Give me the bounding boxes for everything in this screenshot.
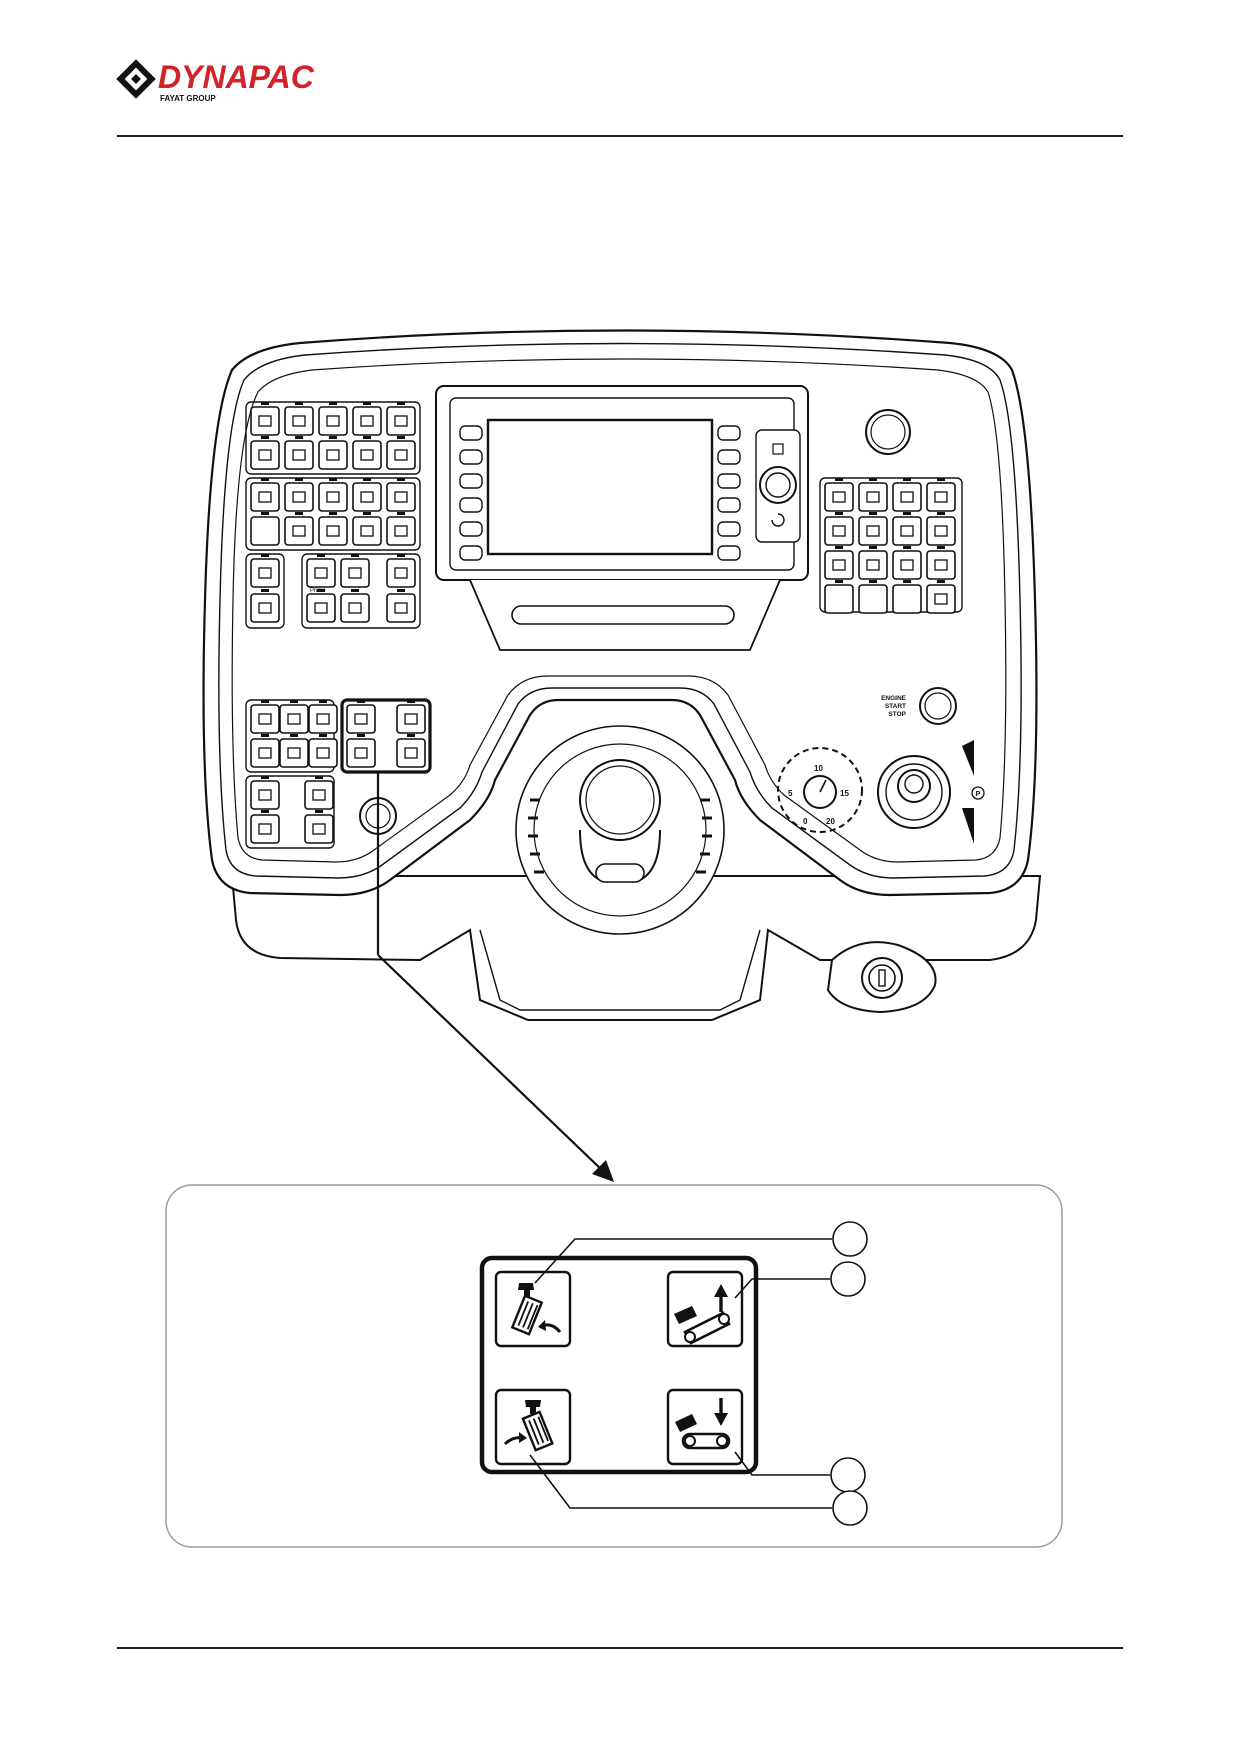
footer-rule: [117, 1647, 1123, 1649]
button-group-left-pair[interactable]: [245, 553, 285, 629]
rotary-knob[interactable]: [865, 409, 911, 455]
park-label: P: [976, 791, 981, 798]
key-switch[interactable]: [826, 941, 937, 1014]
display-handle: [511, 605, 735, 625]
spray-arm-lower-button[interactable]: [494, 1388, 572, 1466]
header-rule: [117, 135, 1123, 137]
brand-name: DYNAPAC: [158, 59, 315, 95]
prime-label: Prime: [310, 588, 326, 594]
conveyor-down-icon: [675, 1398, 731, 1450]
display-unit: [435, 385, 809, 581]
callout-circle-2: [830, 1261, 866, 1297]
conveyor-down-button[interactable]: [666, 1388, 744, 1466]
button-group-right[interactable]: [819, 477, 963, 614]
dial-20: 20: [826, 817, 835, 826]
button-group-lower-left[interactable]: [245, 699, 338, 849]
callout-circle-1: [832, 1221, 868, 1257]
engine-start-stop[interactable]: ENGINE START STOP: [881, 687, 957, 725]
button-group-prime[interactable]: Prime: [301, 553, 421, 629]
dial-15: 15: [840, 789, 849, 798]
button-group-mid-left[interactable]: [245, 477, 421, 551]
display-screen: [486, 418, 714, 556]
engine-label: ENGINE: [881, 695, 907, 702]
spray-arm-raise-icon: [510, 1283, 562, 1336]
zoomed-button-group: [479, 1255, 759, 1475]
lower-housing: [230, 875, 1042, 1021]
dynapac-logo: DYNAPAC FAYAT GROUP: [116, 58, 426, 104]
drive-lever[interactable]: P: [877, 740, 985, 844]
start-label: START: [885, 703, 906, 710]
button-group-top-left[interactable]: [245, 401, 421, 475]
dial-5: 5: [788, 789, 793, 798]
speed-dial[interactable]: 5 10 15 0 20: [777, 747, 863, 833]
highlighted-button-group[interactable]: [340, 698, 432, 774]
spray-arm-lower-icon: [503, 1400, 554, 1452]
callout-circle-4: [832, 1490, 868, 1526]
dial-10: 10: [814, 764, 823, 773]
zoom-arrowhead: [592, 1160, 614, 1182]
conveyor-up-icon: [674, 1284, 731, 1345]
dial-0: 0: [803, 817, 808, 826]
callout-lines: [529, 1238, 832, 1509]
stop-label: STOP: [888, 711, 906, 718]
spray-arm-raise-button[interactable]: [494, 1270, 572, 1348]
callout-circle-3: [830, 1457, 866, 1493]
conveyor-up-button[interactable]: [666, 1270, 744, 1348]
brand-subtitle: FAYAT GROUP: [160, 94, 216, 103]
steering-dial[interactable]: [515, 725, 725, 935]
